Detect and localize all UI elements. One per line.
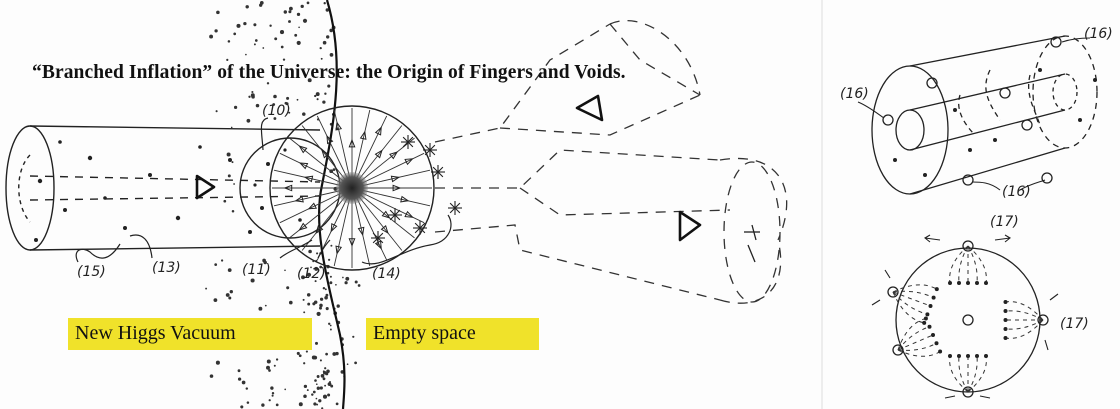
right-top-leaders: [858, 38, 1090, 190]
callout-17-top: (17): [990, 214, 1019, 230]
callout-13: (13): [152, 260, 181, 276]
right-bottom-particles: [922, 281, 1007, 358]
callout-10: (10): [262, 103, 291, 119]
left-cylinder-particles: [34, 140, 252, 242]
right-top-cylinder: [872, 36, 1097, 194]
callout-12: (12): [297, 266, 326, 282]
callout-17-right: (17): [1060, 316, 1089, 332]
burst-core: [336, 172, 368, 204]
upper-branch-arrow: [577, 96, 602, 120]
callout-14: (14): [372, 266, 401, 282]
diagram-title: “Branched Inflation” of the Universe: th…: [32, 62, 626, 84]
callout-16-bottom: (16): [1002, 184, 1031, 200]
callout-15: (15): [77, 264, 106, 280]
new-higgs-vacuum-label: New Higgs Vacuum: [68, 318, 312, 350]
callout-16-top: (16): [1084, 26, 1113, 42]
bubble-10-particles: [253, 148, 301, 221]
callout-11: (11): [242, 262, 271, 278]
callout-16-left: (16): [840, 86, 869, 102]
right-cylinder-marks: [744, 225, 760, 262]
empty-space-label: Empty space: [366, 318, 539, 350]
lower-branch-arrow: [680, 212, 700, 240]
